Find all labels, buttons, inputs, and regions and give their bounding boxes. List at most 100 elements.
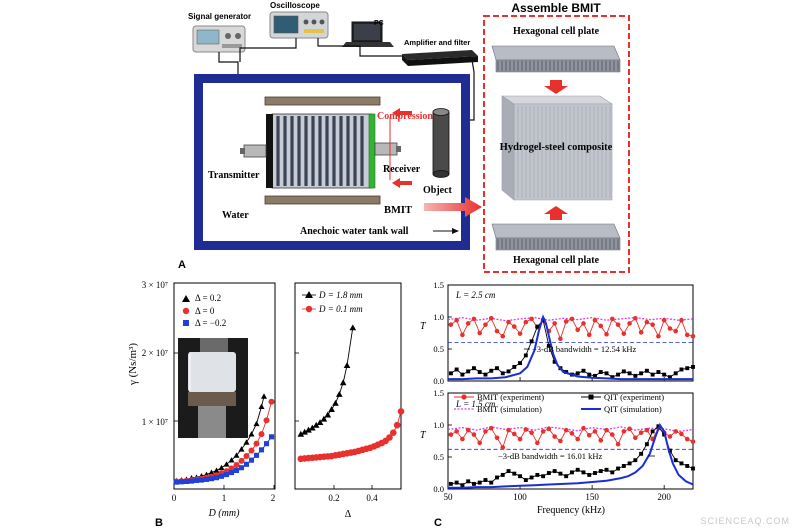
marker-circle bbox=[454, 317, 459, 323]
panel-b-left-legend: Δ = 0.2 Δ = 0 Δ = −0.2 bbox=[182, 293, 226, 328]
marker-triangle bbox=[324, 411, 332, 418]
marker-circle bbox=[627, 426, 632, 432]
panel-b-ytick-1: 1 × 10⁷ bbox=[142, 417, 168, 427]
bmit-label: BMIT bbox=[384, 205, 412, 216]
marker-circle bbox=[644, 427, 650, 433]
top-bandwidth-annotation: −3-dB bandwidth = 12.54 kHz bbox=[524, 344, 636, 354]
marker-square bbox=[454, 367, 459, 372]
hex-plate-bottom-label: Hexagonal cell plate bbox=[513, 255, 600, 266]
marker-circle bbox=[575, 436, 581, 442]
marker-circle bbox=[563, 319, 569, 324]
marker-square bbox=[546, 343, 551, 348]
marker-circle bbox=[263, 417, 270, 424]
marker-square bbox=[454, 480, 459, 485]
hex-plate-bottom-icon bbox=[491, 223, 621, 251]
marker-circle bbox=[529, 316, 534, 322]
marker-square bbox=[564, 474, 569, 479]
y-tick-label: 0.0 bbox=[433, 484, 444, 494]
marker-circle bbox=[621, 331, 627, 336]
marker-square bbox=[610, 470, 615, 475]
marker-square bbox=[679, 461, 684, 466]
marker-circle bbox=[586, 332, 592, 338]
marker-square bbox=[627, 461, 632, 466]
marker-circle bbox=[483, 429, 488, 434]
panel-c-bottom-plot bbox=[447, 422, 696, 489]
marker-circle bbox=[253, 440, 260, 447]
marker-square bbox=[535, 324, 540, 329]
signal-generator-icon bbox=[192, 25, 246, 53]
marker-triangle bbox=[305, 426, 312, 433]
marker-circle bbox=[633, 315, 638, 321]
marker-circle bbox=[500, 333, 506, 339]
marker-circle bbox=[506, 319, 511, 325]
panel-b-right-legend: D = 1.8 mm D = 0.1 mm bbox=[302, 290, 363, 314]
marker-triangle bbox=[343, 362, 351, 369]
marker-square bbox=[253, 452, 260, 458]
legend-marker-circle bbox=[182, 307, 190, 315]
marker-circle bbox=[615, 441, 621, 447]
composite-cube-icon bbox=[501, 95, 613, 201]
marker-square bbox=[258, 447, 265, 453]
marker-triangle bbox=[233, 452, 240, 458]
panel-b-left-xtick-1: 1 bbox=[222, 493, 227, 503]
series-line bbox=[447, 426, 694, 433]
marker-square bbox=[523, 478, 528, 482]
marker-square bbox=[604, 371, 609, 376]
x-tick-label: 200 bbox=[657, 492, 671, 502]
marker-circle bbox=[465, 321, 471, 326]
panel-c-bottom-length: L = 1.5 cm bbox=[455, 399, 496, 409]
marker-circle bbox=[511, 431, 517, 437]
marker-square bbox=[203, 476, 210, 482]
marker-square bbox=[198, 477, 205, 483]
marker-square bbox=[610, 375, 615, 380]
marker-square bbox=[569, 470, 574, 475]
marker-square bbox=[616, 466, 621, 471]
series-line bbox=[448, 314, 693, 381]
legend-marker-circle bbox=[461, 394, 467, 400]
marker-triangle bbox=[208, 469, 215, 475]
marker-square bbox=[448, 481, 453, 486]
marker-circle bbox=[460, 332, 465, 338]
marker-square bbox=[627, 371, 632, 376]
panel-a: Signal generator Oscilloscope PC Amplifi… bbox=[178, 1, 630, 273]
panel-c-xlabel: Frequency (kHz) bbox=[537, 505, 605, 516]
marker-circle bbox=[656, 333, 661, 339]
marker-circle bbox=[586, 432, 592, 438]
marker-square bbox=[650, 429, 655, 434]
object-icon bbox=[432, 108, 450, 178]
marker-square bbox=[685, 464, 690, 468]
marker-triangle bbox=[253, 420, 260, 427]
marker-circle bbox=[569, 431, 575, 436]
marker-circle bbox=[633, 435, 638, 441]
marker-triangle bbox=[328, 406, 335, 412]
marker-circle bbox=[569, 316, 575, 322]
marker-circle bbox=[488, 315, 494, 321]
marker-square bbox=[673, 458, 678, 463]
y-tick-label: 1.0 bbox=[433, 420, 444, 430]
hex-plate-top-label: Hexagonal cell plate bbox=[513, 26, 600, 37]
y-tick-label: 0.0 bbox=[433, 376, 444, 386]
marker-square bbox=[495, 475, 499, 480]
marker-circle bbox=[488, 425, 494, 431]
panel-c-top-ylabel: T bbox=[420, 321, 427, 332]
marker-square bbox=[604, 467, 609, 472]
panel-b-left-xlabel: D (mm) bbox=[208, 508, 240, 519]
marker-square bbox=[523, 353, 528, 358]
marker-square bbox=[466, 479, 471, 484]
marker-square bbox=[188, 478, 195, 484]
marker-triangle bbox=[258, 403, 265, 409]
marker-circle bbox=[529, 430, 534, 435]
marker-square bbox=[593, 373, 597, 378]
marker-square bbox=[673, 371, 678, 376]
panel-b-right-xtick-1: 0.4 bbox=[366, 493, 378, 503]
x-tick-label: 50 bbox=[444, 492, 454, 502]
legend-marker-square bbox=[183, 320, 189, 326]
oscilloscope-label: Oscilloscope bbox=[270, 1, 320, 10]
marker-square bbox=[644, 368, 649, 373]
bottom-bandwidth-label: −3-dB bandwidth = 16.01 kHz bbox=[498, 451, 602, 461]
y-tick-label: 1.5 bbox=[433, 280, 444, 290]
panel-b-ylabel: γ (Ns/m³) bbox=[127, 343, 139, 386]
legend-delta-pos: Δ = 0.2 bbox=[195, 293, 221, 303]
marker-square bbox=[183, 478, 190, 484]
